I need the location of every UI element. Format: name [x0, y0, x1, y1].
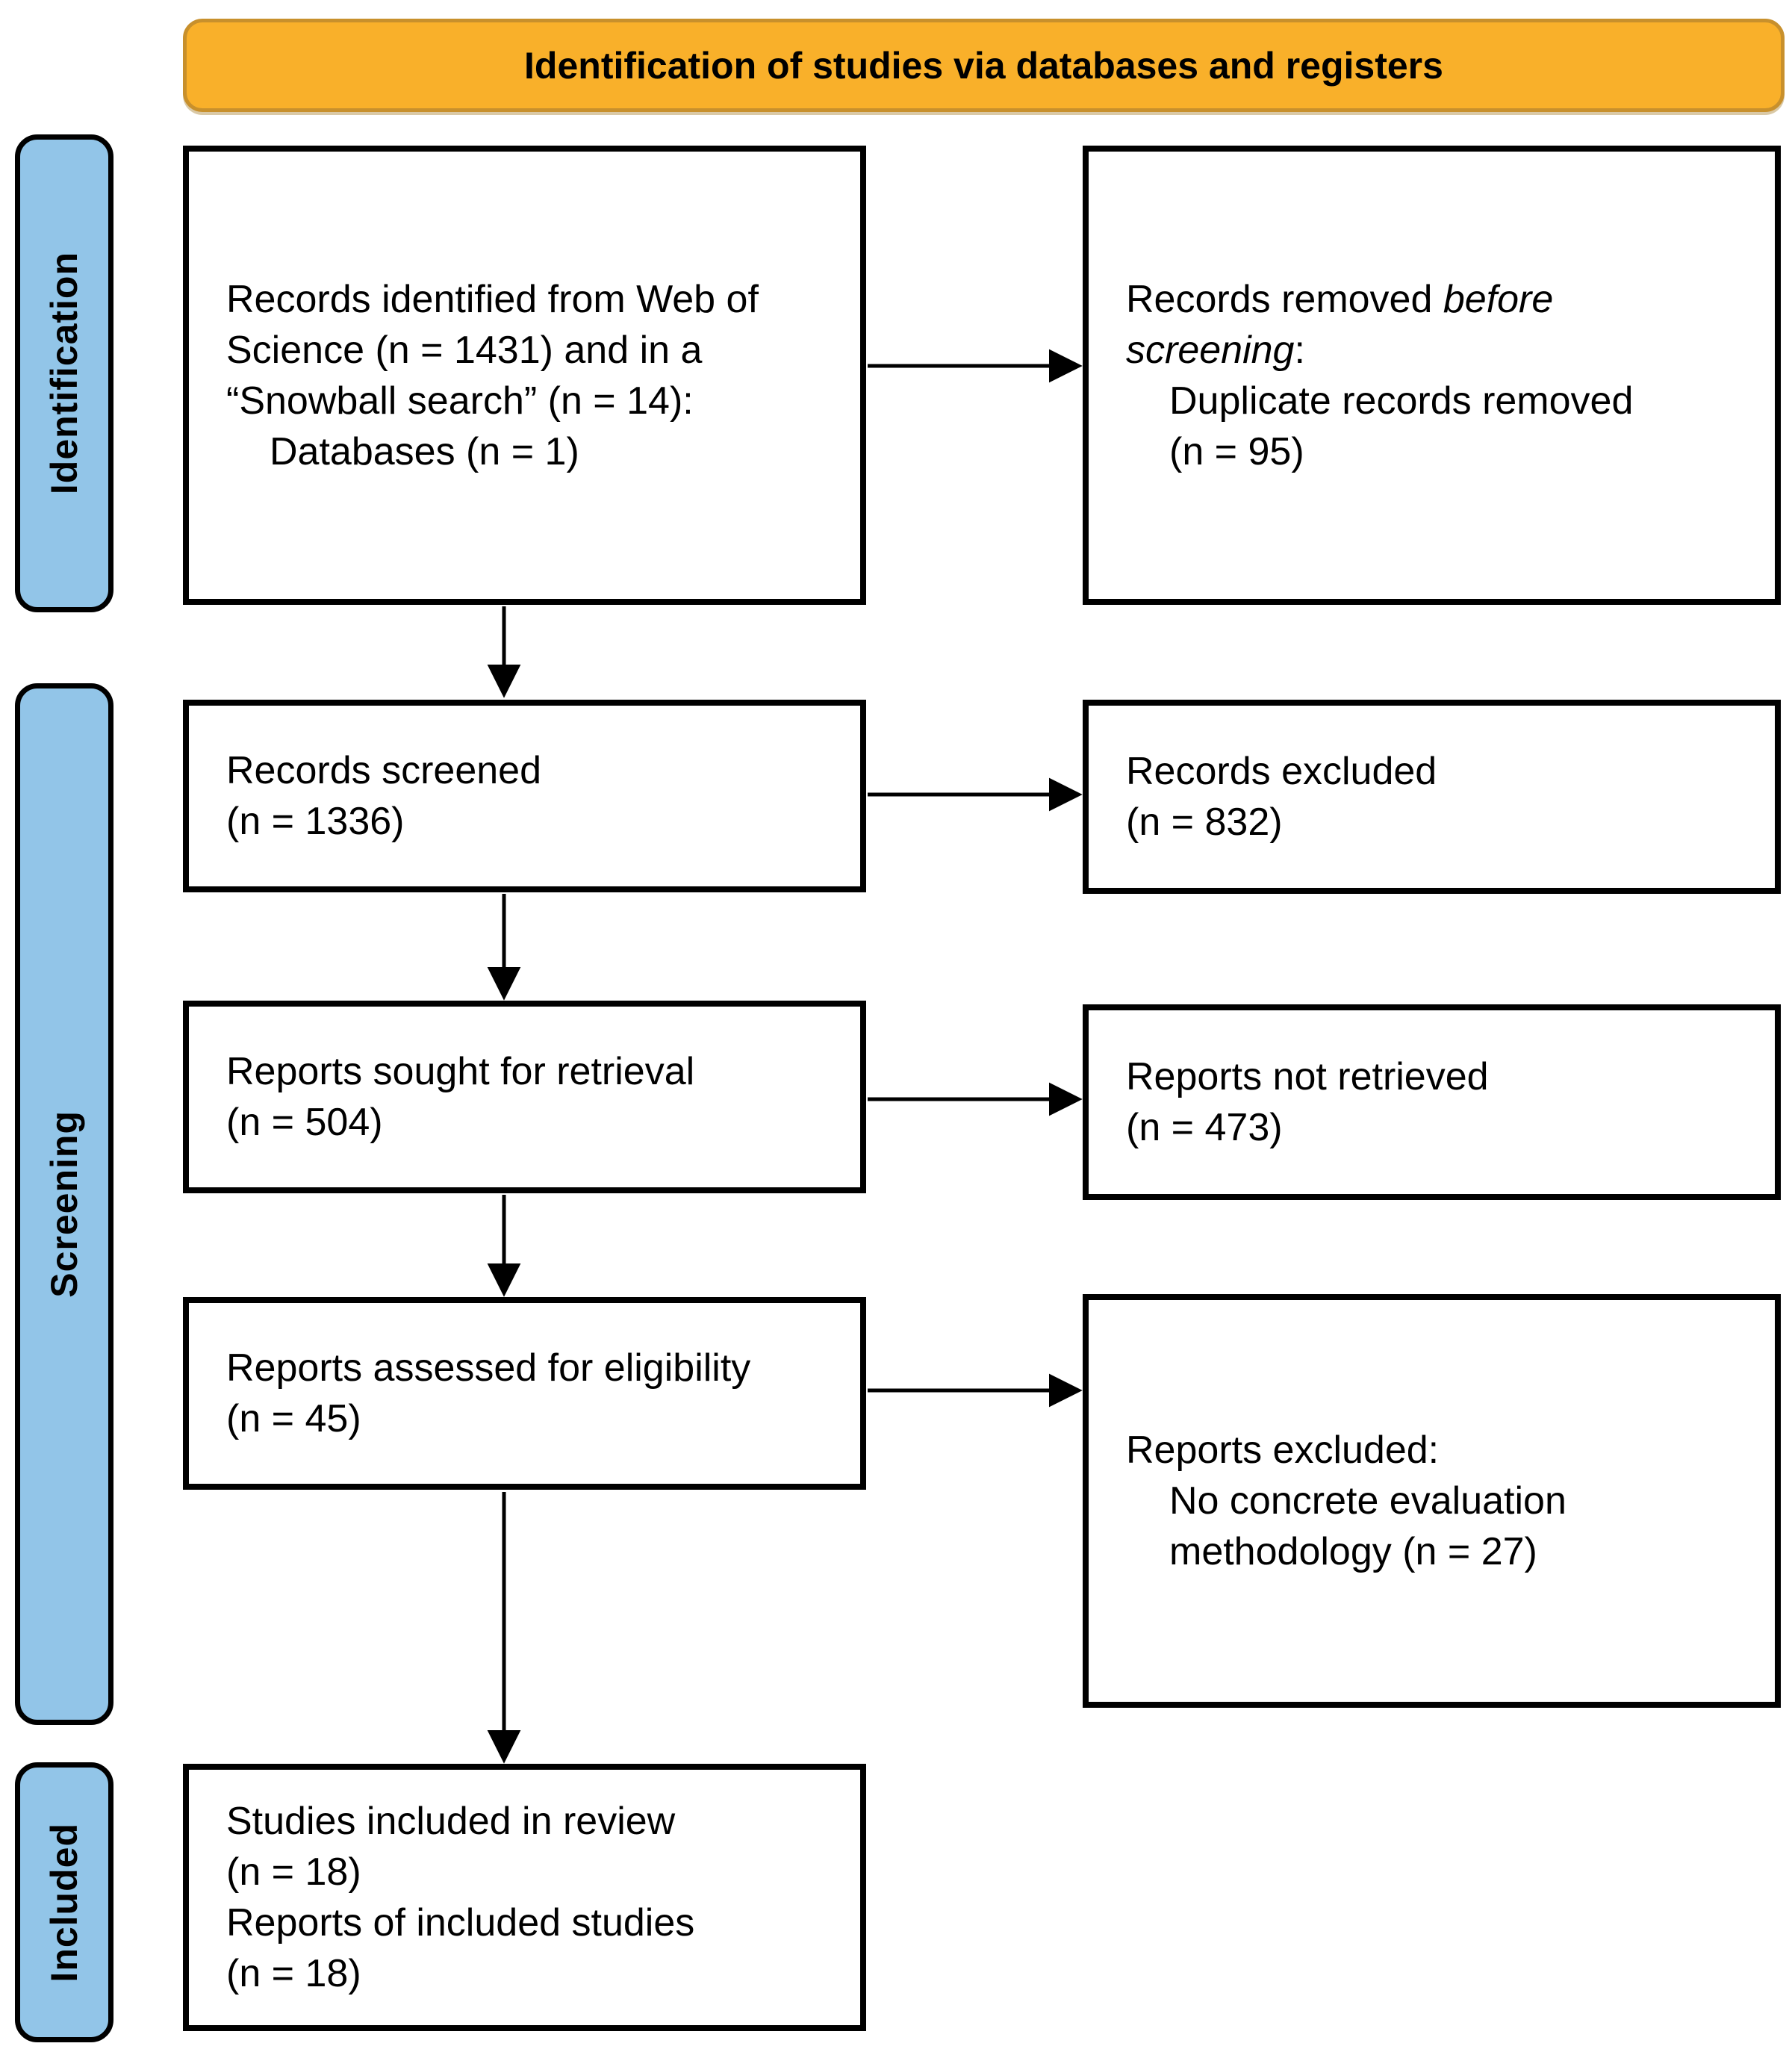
- stage-identification: Identification: [15, 134, 113, 612]
- box-line: (n = 1336): [226, 800, 405, 843]
- stage-included: Included: [15, 1762, 113, 2042]
- box-line: Records screened: [226, 749, 541, 792]
- box-line: (n = 473): [1126, 1106, 1283, 1149]
- box-line: (n = 95): [1169, 429, 1304, 473]
- box-line: Duplicate records removed: [1169, 379, 1634, 423]
- box-line: Records removed before: [1126, 274, 1761, 325]
- box-records-screened: Records screened (n = 1336): [183, 700, 866, 892]
- box-line: (n = 504): [226, 1101, 383, 1144]
- stage-screening-label: Screening: [43, 1110, 85, 1298]
- box-records-identified: Records identified from Web of Science (…: [183, 146, 866, 605]
- box-line: Databases (n = 1): [270, 429, 579, 473]
- box-line: Reports sought for retrieval: [226, 1050, 695, 1093]
- box-reports-assessed: Reports assessed for eligibility (n = 45…: [183, 1297, 866, 1490]
- box-studies-included: Studies included in review (n = 18) Repo…: [183, 1764, 866, 2031]
- box-line: “Snowball search” (n = 14):: [226, 379, 694, 423]
- box-line-text: Records removed: [1126, 277, 1443, 321]
- box-line-italic-text: screening: [1126, 328, 1295, 372]
- banner: Identification of studies via databases …: [183, 19, 1785, 112]
- box-reports-excluded: Reports excluded: No concrete evaluation…: [1083, 1294, 1781, 1708]
- box-line: Reports excluded:: [1126, 1429, 1440, 1472]
- box-line-text: :: [1294, 328, 1305, 372]
- stage-identification-label: Identification: [43, 252, 85, 495]
- box-line: (n = 45): [226, 1397, 361, 1440]
- stage-included-label: Included: [43, 1822, 85, 1983]
- box-reports-not-retrieved: Reports not retrieved (n = 473): [1083, 1004, 1781, 1200]
- box-reports-sought: Reports sought for retrieval (n = 504): [183, 1001, 866, 1193]
- stage-screening: Screening: [15, 683, 113, 1725]
- box-line: Science (n = 1431) and in a: [226, 328, 703, 372]
- box-line: (n = 832): [1126, 800, 1283, 844]
- box-line: screening:: [1126, 325, 1761, 376]
- box-line: Records excluded: [1126, 750, 1437, 793]
- box-records-removed: Records removed before screening: Duplic…: [1083, 146, 1781, 605]
- box-line: No concrete evaluation: [1169, 1479, 1567, 1523]
- box-records-excluded: Records excluded (n = 832): [1083, 700, 1781, 894]
- box-line: Reports not retrieved: [1126, 1055, 1489, 1098]
- box-line: (n = 18): [226, 1850, 361, 1894]
- banner-title: Identification of studies via databases …: [524, 44, 1443, 87]
- box-line: Reports assessed for eligibility: [226, 1346, 751, 1390]
- box-line: Records identified from Web of: [226, 277, 759, 321]
- box-line-italic-text: before: [1443, 277, 1554, 321]
- box-line: (n = 18): [226, 1952, 361, 1995]
- box-line: Reports of included studies: [226, 1901, 695, 1944]
- box-line: methodology (n = 27): [1169, 1530, 1537, 1573]
- box-line: Studies included in review: [226, 1800, 676, 1843]
